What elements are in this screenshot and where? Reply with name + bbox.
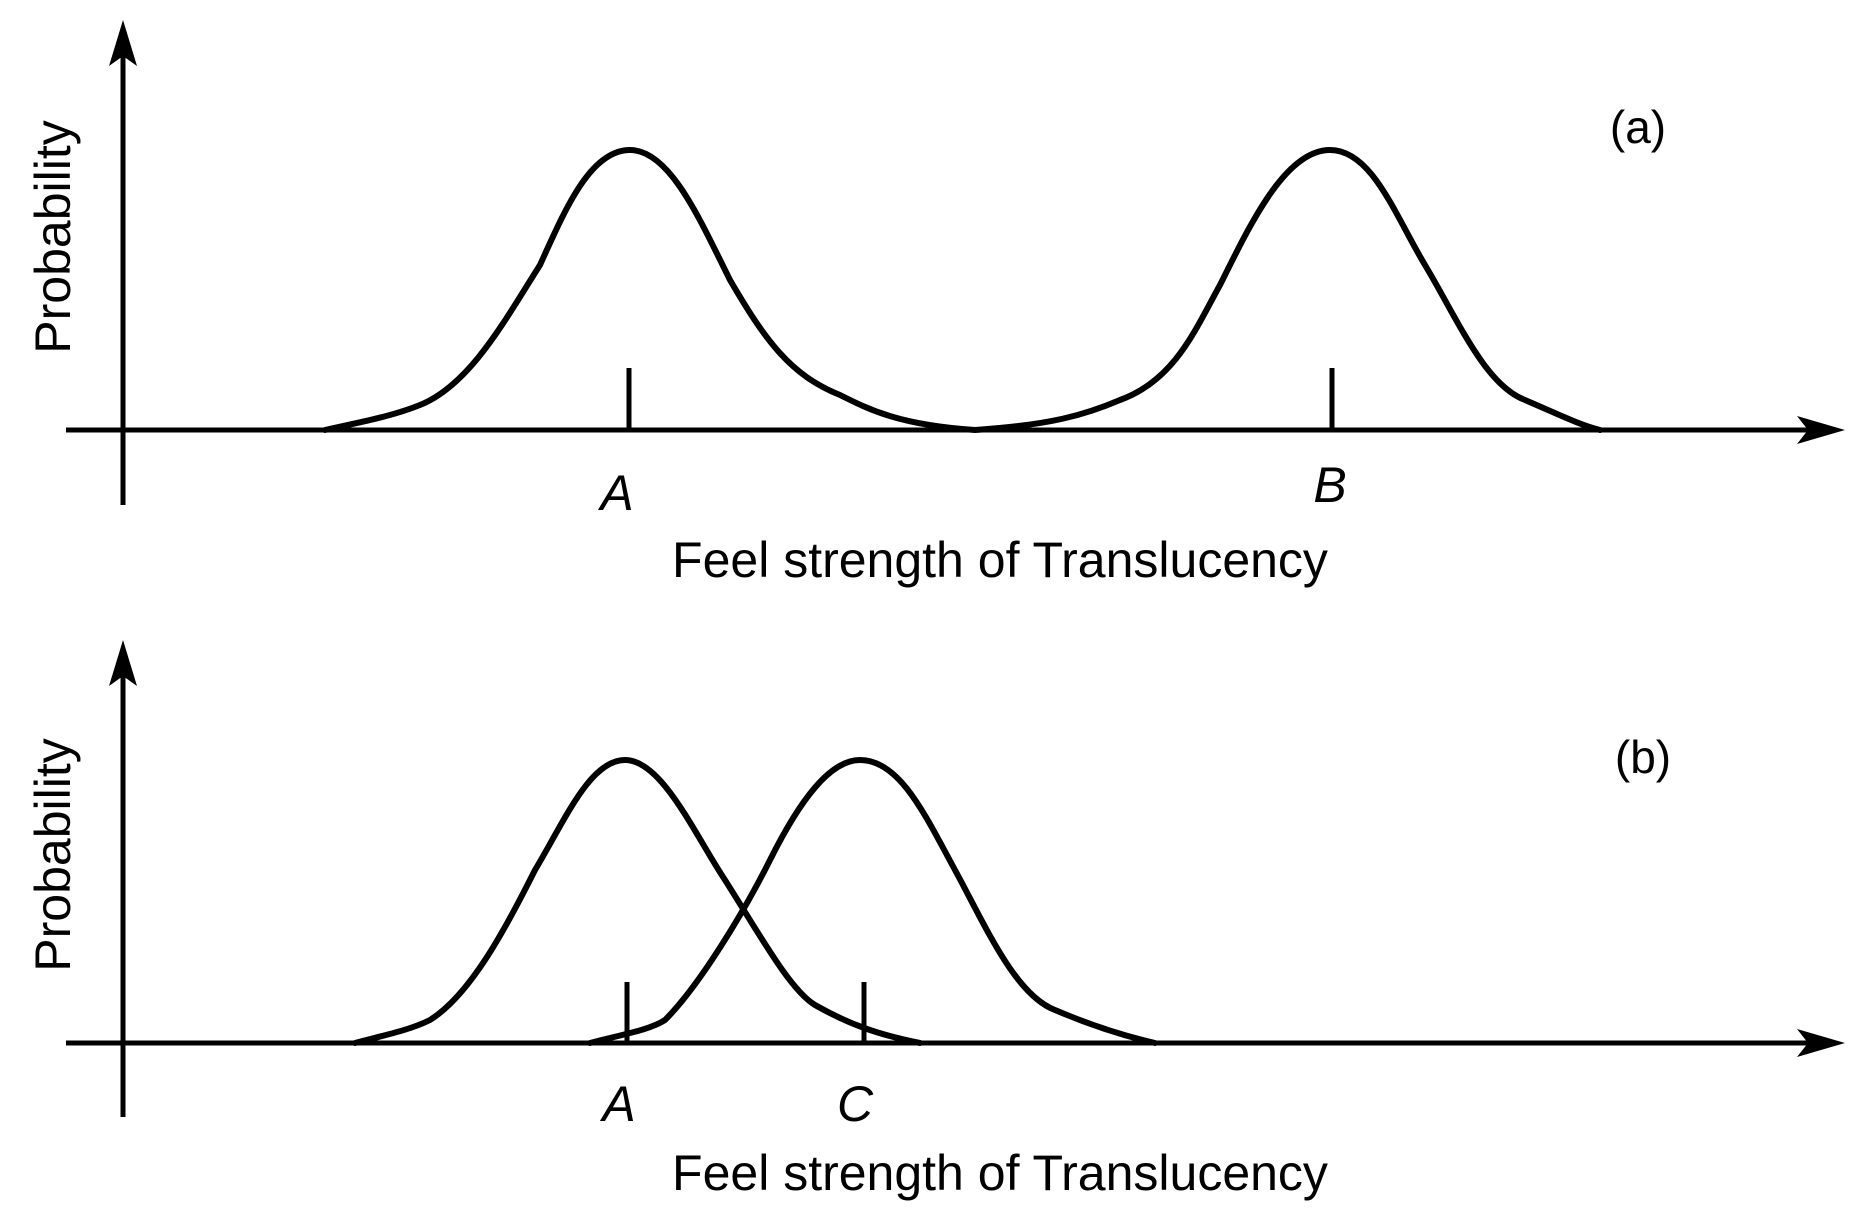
panel-a-x-axis-label: Feel strength of Translucency: [672, 532, 1328, 588]
panel-b-label: (b): [1615, 731, 1671, 783]
panel-b-tick-label-a: A: [599, 1076, 635, 1132]
panel-b-y-axis-label: Probability: [25, 738, 81, 971]
panel-a-curve-a: [322, 147, 978, 433]
panel-b-curve-c: [587, 757, 1158, 1046]
panel-a-tick-label-b: B: [1313, 457, 1346, 513]
panel-b-x-axis-label: Feel strength of Translucency: [672, 1145, 1328, 1201]
panel-a-curve-b: [972, 147, 1603, 433]
panel-b-x-axis-arrow-icon: [1797, 1029, 1845, 1057]
panel-b-y-axis-arrow-icon: [109, 640, 137, 686]
panel-b: A C Feel strength of Translucency Probab…: [25, 640, 1845, 1201]
panel-a-tick-label-a: A: [597, 465, 633, 521]
panel-a-y-axis-arrow-icon: [109, 20, 137, 66]
panel-a-label: (a): [1610, 101, 1666, 153]
panel-b-curve-a: [352, 757, 923, 1046]
panel-a: A B Feel strength of Translucency Probab…: [25, 20, 1845, 588]
panel-a-x-axis-arrow-icon: [1797, 416, 1845, 444]
panel-b-tick-label-c: C: [837, 1076, 874, 1132]
panel-a-y-axis-label: Probability: [25, 120, 81, 353]
